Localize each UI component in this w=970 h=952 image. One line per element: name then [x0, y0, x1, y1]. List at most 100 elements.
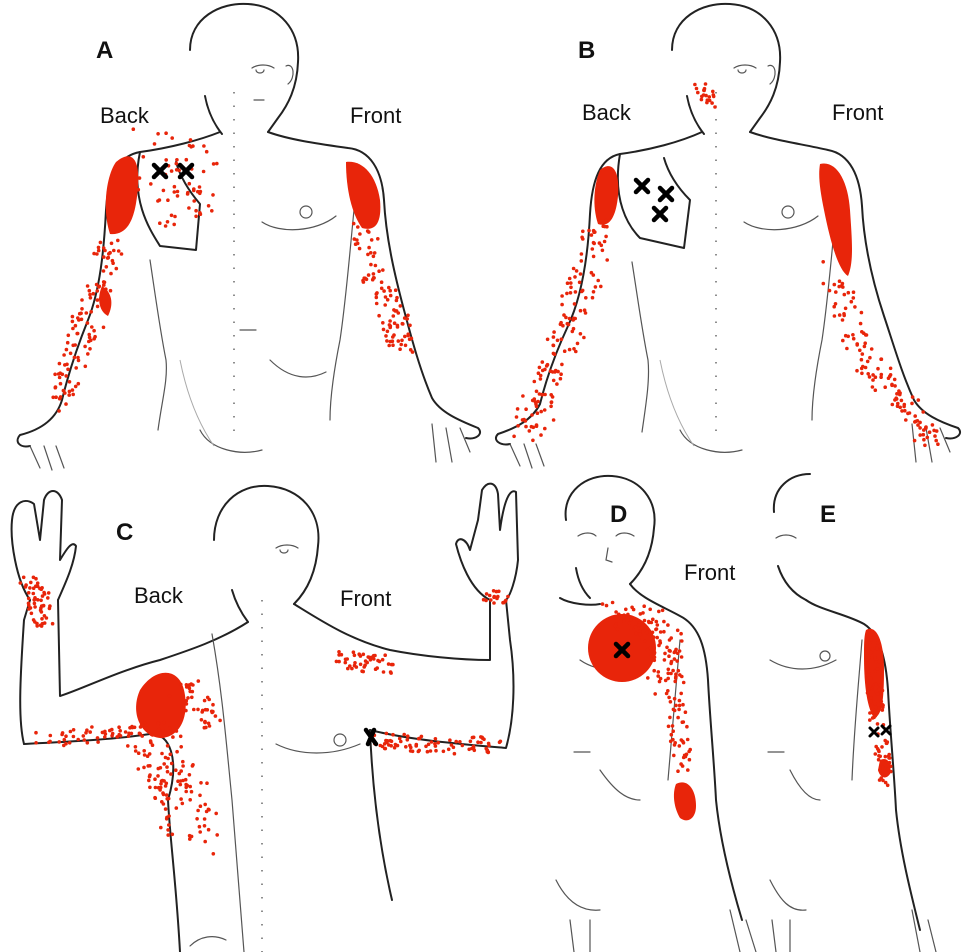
referral-dot: [872, 633, 876, 637]
referral-dot: [552, 335, 556, 339]
referral-dot: [406, 332, 410, 336]
referral-dot: [148, 773, 152, 777]
referral-dot: [524, 425, 528, 429]
referral-dot: [403, 335, 407, 339]
referral-dot: [93, 335, 97, 339]
referral-dot: [653, 656, 657, 660]
referral-dot: [648, 608, 652, 612]
referral-dot: [549, 369, 553, 373]
referral-dot: [931, 423, 935, 427]
referral-dot: [551, 395, 555, 399]
referral-dot: [411, 750, 415, 754]
referral-dot: [922, 438, 926, 442]
referral-dot: [32, 598, 36, 602]
referral-dot: [162, 189, 166, 193]
referral-dot: [622, 613, 626, 617]
referral-dot: [404, 745, 408, 749]
referral-dot: [663, 658, 667, 662]
referral-dot: [203, 824, 207, 828]
referral-dot: [918, 433, 922, 437]
referral-dot: [871, 385, 875, 389]
referral-dot: [543, 368, 547, 372]
referral-dot: [434, 737, 438, 741]
referral-dot: [157, 728, 161, 732]
referral-dot: [397, 339, 401, 343]
referral-dot: [889, 765, 893, 769]
referral-dot: [80, 307, 84, 311]
referral-dot: [83, 345, 87, 349]
referral-dot: [161, 791, 165, 795]
referral-dot: [184, 778, 188, 782]
referral-dot: [485, 592, 489, 596]
referral-dot: [881, 766, 885, 770]
referral-dot: [487, 744, 491, 748]
referral-dot: [566, 281, 570, 285]
referral-dot: [492, 601, 496, 605]
referral-dot: [184, 783, 188, 787]
referral-dot: [875, 647, 879, 651]
referral-dot: [58, 376, 62, 380]
referral-dot: [138, 176, 142, 180]
referral-dot: [515, 415, 519, 419]
referral-dot: [668, 649, 672, 653]
referral-dot: [382, 328, 386, 332]
referral-dot: [840, 284, 844, 288]
referral-dot: [185, 685, 189, 689]
referral-dot: [380, 287, 384, 291]
referral-dot: [66, 368, 70, 372]
referral-dot: [369, 658, 373, 662]
referral-dot: [677, 669, 681, 673]
referral-dot: [396, 744, 400, 748]
referral-dot: [575, 269, 579, 273]
referral-dot: [181, 764, 185, 768]
referral-dot: [353, 664, 357, 668]
referral-dot: [360, 669, 364, 673]
referral-dot: [167, 814, 171, 818]
referral-dot: [913, 420, 917, 424]
referral-dot: [871, 378, 875, 382]
referral-dot: [873, 701, 877, 705]
referral-dot: [669, 662, 673, 666]
referral-dot: [24, 583, 28, 587]
referral-dot: [82, 734, 86, 738]
referral-dot: [32, 592, 36, 596]
referral-dot: [878, 769, 882, 773]
referral-dot: [399, 304, 403, 308]
referral-dot: [197, 679, 201, 683]
panel-c-referral-solid: [136, 673, 186, 738]
referral-dot: [541, 360, 545, 364]
referral-dot: [188, 683, 192, 687]
referral-dot: [156, 199, 160, 203]
referral-dot: [162, 762, 166, 766]
referral-dot: [188, 773, 192, 777]
referral-dot: [74, 324, 78, 328]
referral-dot: [188, 785, 192, 789]
referral-dot: [417, 749, 421, 753]
referral-dot: [399, 343, 403, 347]
referral-dot: [543, 427, 547, 431]
referral-dot: [876, 667, 880, 671]
referral-dot: [208, 724, 212, 728]
referral-dot: [656, 674, 660, 678]
referral-dot: [168, 726, 172, 730]
referral-dot: [453, 752, 457, 756]
referral-dot: [88, 730, 92, 734]
referral-dot: [69, 352, 73, 356]
referral-dot: [881, 704, 885, 708]
referral-dot: [581, 237, 585, 241]
referral-dot: [76, 738, 80, 742]
referral-dot: [471, 736, 475, 740]
referral-dot: [866, 372, 870, 376]
referral-dot: [868, 711, 872, 715]
trigger-point-marker: [660, 188, 672, 200]
referral-dot: [858, 349, 862, 353]
panel-b-letter: B: [578, 37, 595, 64]
referral-dot: [160, 800, 164, 804]
referral-dot: [860, 311, 864, 315]
referral-dot: [533, 397, 537, 401]
referral-dot: [358, 247, 362, 251]
referral-dot: [381, 658, 385, 662]
referral-dot: [124, 730, 128, 734]
referral-dot: [198, 794, 202, 798]
referral-dot: [834, 302, 838, 306]
